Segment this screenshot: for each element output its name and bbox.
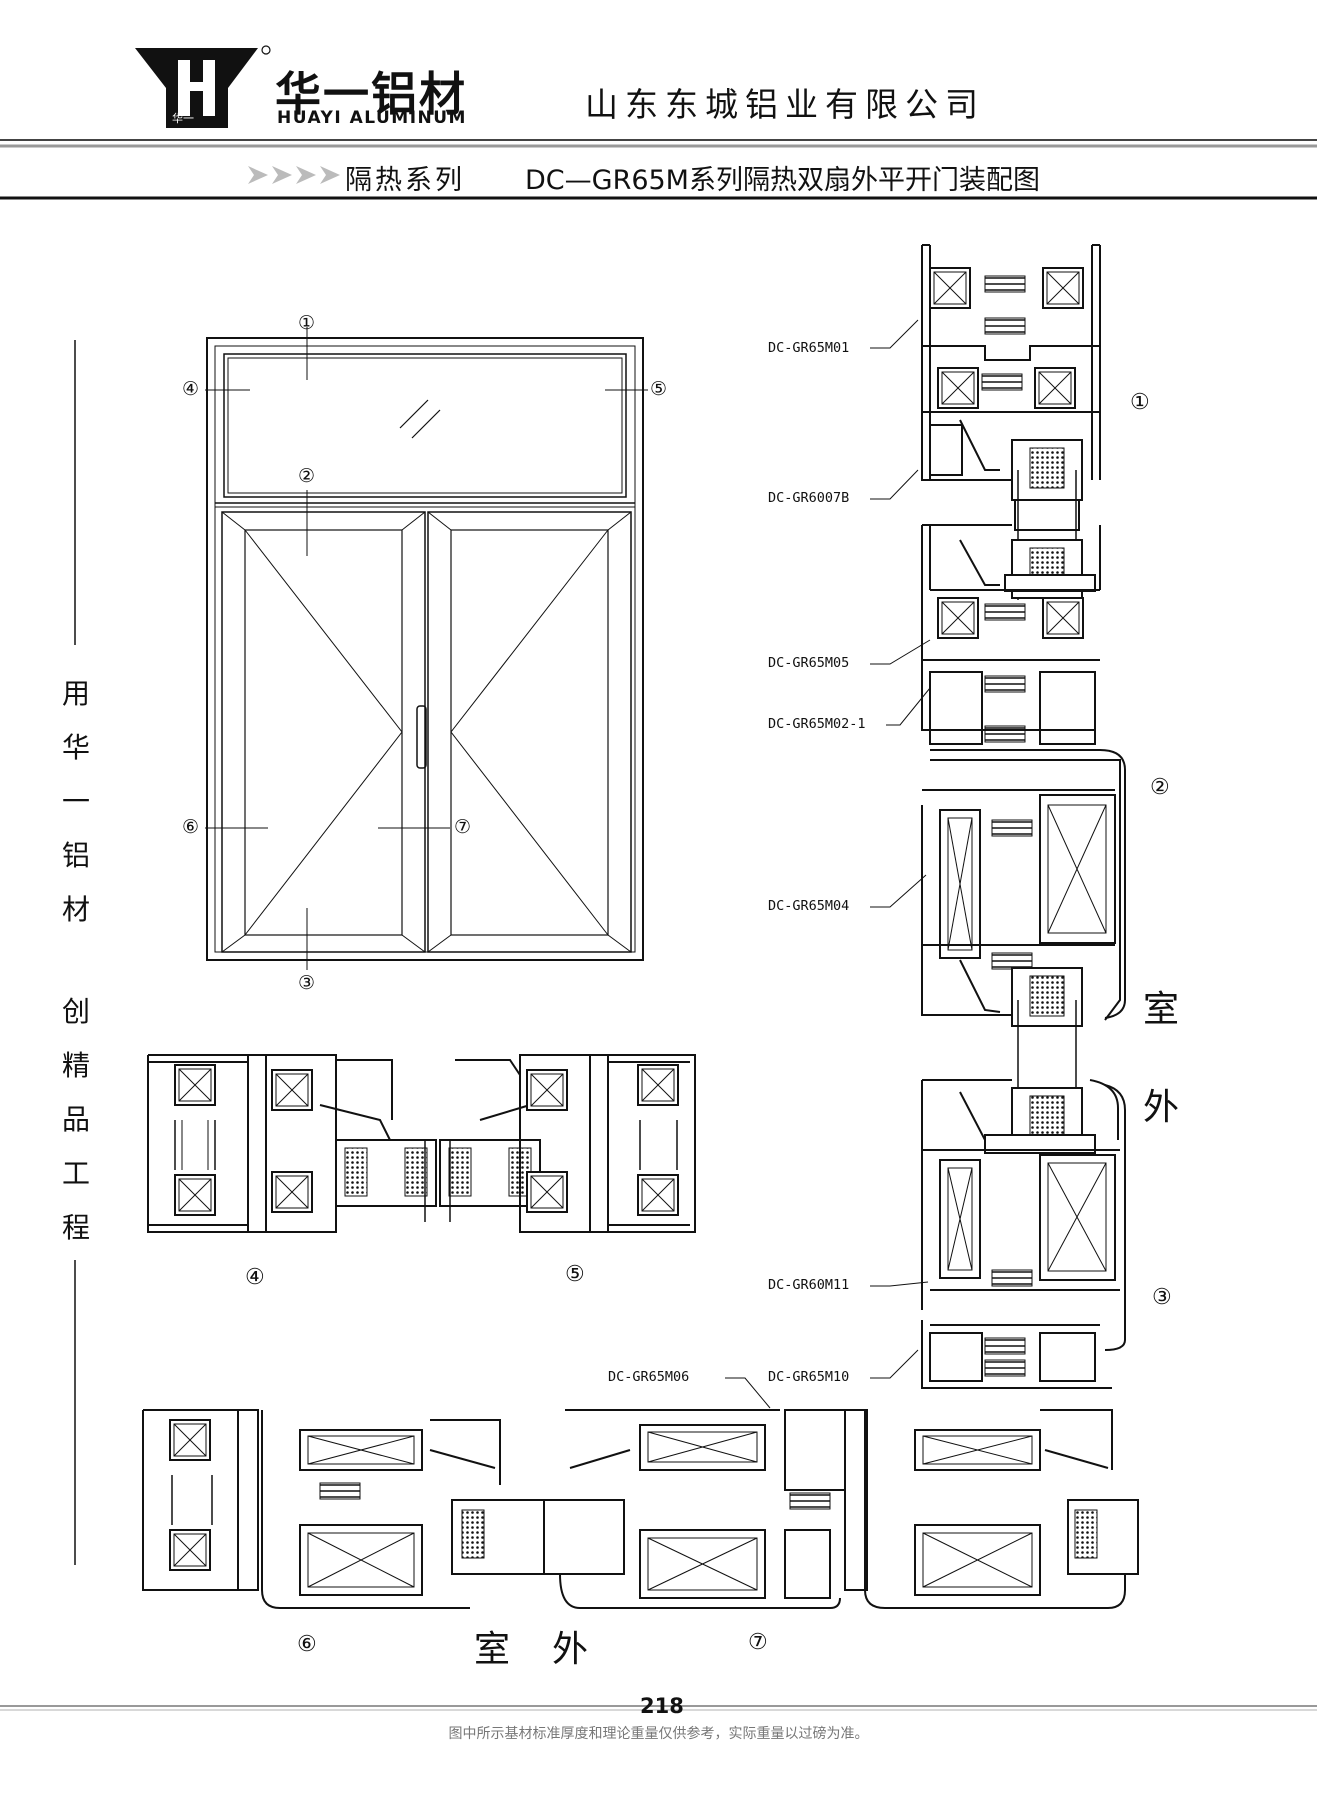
slogan-char: 工 bbox=[62, 1157, 91, 1190]
series-name: 隔热系列 bbox=[345, 165, 465, 196]
outside-label-shi: 室 bbox=[1143, 989, 1180, 1030]
elevation-marker-1: ① bbox=[298, 312, 316, 334]
door-elevation bbox=[205, 327, 648, 970]
profile-leaders bbox=[725, 319, 931, 1409]
slogan-char: 材 bbox=[62, 893, 91, 926]
slogan-char: 精 bbox=[62, 1049, 91, 1082]
profile-label: DC-GR65M01 bbox=[768, 340, 850, 356]
section-number-3: ③ bbox=[1152, 1285, 1172, 1310]
brand-name-en: HUAYI ALUMINUM bbox=[277, 108, 467, 128]
chevron-arrows-icon bbox=[248, 166, 340, 184]
horizontal-section-sash bbox=[142, 1409, 1139, 1609]
drawing-title: DC—GR65M系列隔热双扇外平开门装配图 bbox=[525, 165, 1040, 196]
elevation-marker-4: ④ bbox=[182, 378, 200, 400]
outside-label-bottom-shi: 室 bbox=[474, 1629, 511, 1670]
slogan-char: 创 bbox=[62, 995, 91, 1028]
page-number: 218 bbox=[640, 1694, 684, 1718]
profile-label: DC-GR65M05 bbox=[768, 655, 850, 671]
profile-label: DC-GR65M04 bbox=[768, 898, 850, 914]
profile-label: DC-GR60M11 bbox=[768, 1277, 850, 1293]
section-number-6: ⑥ bbox=[297, 1632, 317, 1657]
company-name: 山东东城铝业有限公司 bbox=[585, 85, 985, 124]
slogan-char: 华 bbox=[62, 731, 91, 764]
outside-label-bottom-wai: 外 bbox=[552, 1629, 589, 1670]
logo-mark: 华一 bbox=[172, 112, 194, 125]
elevation-marker-7: ⑦ bbox=[454, 816, 472, 838]
vertical-section-drawing bbox=[921, 244, 1126, 1389]
slogan-char: 铝 bbox=[62, 839, 91, 872]
footer-note: 图中所示基材标准厚度和理论重量仅供参考，实际重量以过磅为准。 bbox=[448, 1726, 869, 1742]
section-number-4: ④ bbox=[245, 1265, 265, 1290]
brand-logo-icon bbox=[135, 45, 271, 128]
section-number-2: ② bbox=[1150, 775, 1170, 800]
slogan-char: 程 bbox=[62, 1211, 91, 1244]
outside-label-wai: 外 bbox=[1143, 1087, 1180, 1128]
elevation-marker-2: ② bbox=[298, 465, 316, 487]
profile-label: DC-GR65M02-1 bbox=[768, 716, 866, 732]
horizontal-section-transom bbox=[147, 1054, 696, 1233]
elevation-marker-3: ③ bbox=[298, 972, 316, 994]
profile-label: DC-GR65M06 bbox=[608, 1369, 690, 1385]
slogan-char: 用 bbox=[62, 677, 91, 710]
section-number-7: ⑦ bbox=[748, 1630, 768, 1655]
section-number-1: ① bbox=[1130, 390, 1150, 415]
elevation-marker-5: ⑤ bbox=[650, 378, 668, 400]
section-number-5: ⑤ bbox=[565, 1262, 585, 1287]
brand-name-cn: 华一铝材 bbox=[275, 67, 467, 121]
profile-label: DC-GR6007B bbox=[768, 490, 850, 506]
slogan-char: 品 bbox=[62, 1103, 91, 1136]
elevation-marker-6: ⑥ bbox=[182, 816, 200, 838]
profile-label: DC-GR65M10 bbox=[768, 1369, 850, 1385]
slogan-char: 一 bbox=[62, 785, 91, 818]
